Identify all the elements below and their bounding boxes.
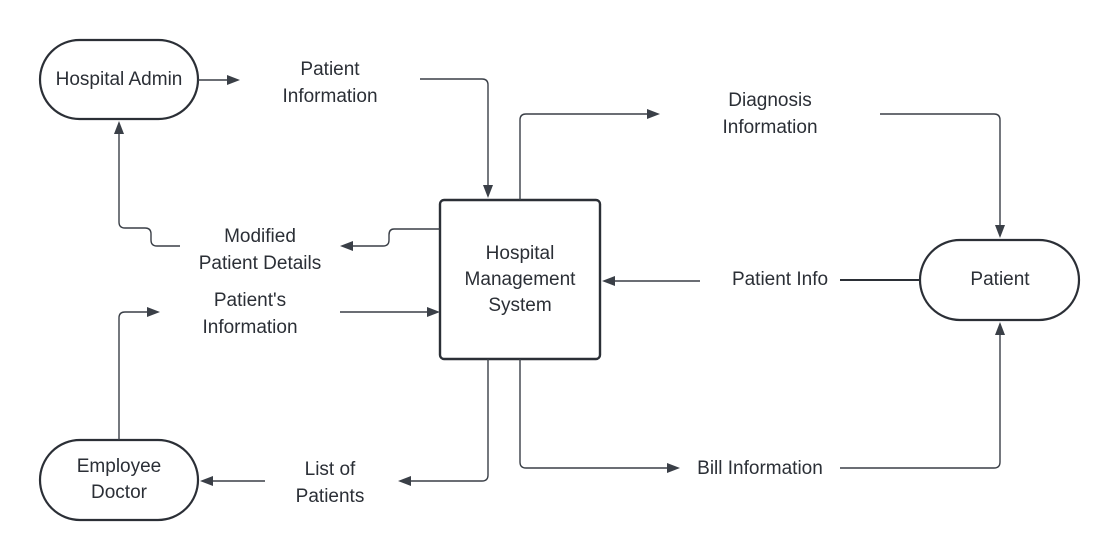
node-employee-doctor[interactable]: Employee Doctor [38,438,200,522]
flow-system-to-diagnosis [519,109,660,200]
patients-information-line1: Patient's [214,290,286,311]
diagnosis-line1: Diagnosis [728,90,811,111]
flow-system-to-bill [519,359,680,473]
label-patient-information: Patient Information [282,59,377,107]
patient-label: Patient [970,269,1030,290]
flow-admin-to-patient-information [198,75,240,85]
flow-bill-to-patient [840,322,1005,469]
label-list-of-patients: List of Patients [296,459,365,507]
flow-patient-info-to-system [602,276,700,286]
employee-doctor-label-line1: Employee [77,456,162,477]
list-of-patients-line2: Patients [296,486,365,507]
system-label-line2: Management [465,269,577,290]
system-label-line3: System [488,295,551,316]
modified-details-line2: Patient Details [199,253,322,274]
system-label-line1: Hospital [486,243,555,264]
label-bill-information: Bill Information [697,458,823,479]
modified-details-line1: Modified [224,226,296,247]
diagnosis-line2: Information [722,117,817,138]
patient-information-line2: Information [282,86,377,107]
patient-information-line1: Patient [300,59,360,80]
label-modified-patient-details: Modified Patient Details [199,226,322,274]
list-of-patients-line1: List of [305,459,356,480]
flow-doctor-to-patients-information [118,307,160,440]
flow-patients-information-to-system [340,307,440,317]
hospital-admin-label: Hospital Admin [56,69,183,90]
label-patients-information: Patient's Information [202,290,297,338]
flow-system-to-modified-details [340,228,440,251]
label-patient-info: Patient Info [732,269,828,290]
flow-patient-information-to-system [420,78,493,198]
node-hospital-admin[interactable]: Hospital Admin [38,38,200,121]
patients-information-line2: Information [202,317,297,338]
flow-diagnosis-to-patient [880,113,1005,238]
flow-modified-details-to-admin [114,121,180,247]
employee-doctor-shape [38,438,200,522]
flow-list-of-patients-to-doctor [200,476,265,486]
label-diagnosis-information: Diagnosis Information [722,90,817,138]
node-patient[interactable]: Patient [918,238,1081,322]
flow-system-to-list-of-patients [398,359,489,486]
employee-doctor-label-line2: Doctor [91,482,148,503]
node-hospital-management-system[interactable]: Hospital Management System [438,198,602,361]
